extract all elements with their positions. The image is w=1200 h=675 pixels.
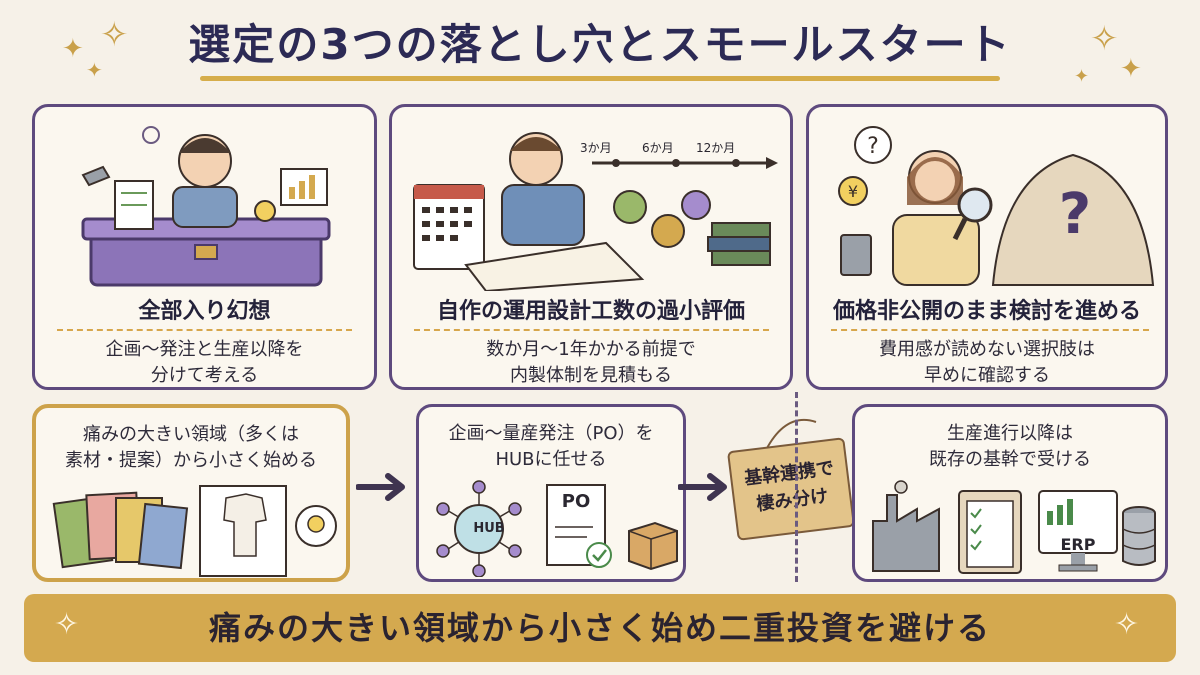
tag-string-icon — [765, 418, 817, 451]
step-text-line: 既存の基幹で受ける — [929, 449, 1091, 470]
integration-tag: 基幹連携で 棲み分け — [726, 437, 856, 541]
summary-banner: ✧ ✧ 痛みの大きい領域から小さく始め二重投資を避ける — [24, 594, 1176, 662]
integration-tag-text: 基幹連携で 棲み分け — [731, 453, 851, 520]
pitfall-advice: 数か月〜1年かかる前提で 内製体制を見積もる — [392, 337, 790, 389]
sparkle-icon: ✧ — [1114, 607, 1140, 642]
svg-text:?: ? — [1059, 182, 1091, 247]
pitfall-title: 全部入り幻想 — [138, 299, 271, 324]
pitfall-advice: 企画〜発注と生産以降を 分けて考える — [35, 337, 374, 389]
sparkle-icon: ✦ — [86, 58, 103, 82]
dashed-divider — [57, 329, 352, 331]
timeline-label: 3か月 — [580, 141, 612, 155]
timeline-label: 12か月 — [696, 141, 736, 155]
fabric-swatches-illustration — [52, 485, 337, 577]
sparkle-icon: ✧ — [1090, 19, 1119, 59]
summary-banner-text: 痛みの大きい領域から小さく始め二重投資を避ける — [208, 609, 991, 647]
step-text: 痛みの大きい領域（多くは 素材・提案）から小さく始める — [36, 422, 346, 474]
pitfall-advice-line: 費用感が読めない選択肢は — [879, 339, 1095, 360]
timeline-label: 6か月 — [642, 141, 674, 155]
pitfall-advice: 費用感が読めない選択肢は 早めに確認する — [809, 337, 1165, 389]
sparkle-icon: ✦ — [1074, 66, 1090, 87]
step-text-line: 企画〜量産発注（PO）を — [448, 423, 654, 444]
factory-erp-illustration — [872, 480, 1156, 574]
page-title: 選定の3つの落とし穴とスモールスタート — [188, 20, 1012, 69]
pitfall-title: 自作の運用設計工数の過小評価 — [436, 299, 745, 324]
arrow-right-icon — [356, 473, 405, 501]
pitfall-card-price-hidden: ¥ ? ? 価格非公開のまま検討を進める 費用感が読めない選択肢は 早めに確認す… — [806, 104, 1168, 390]
dashed-divider — [414, 329, 769, 331]
step-text: 企画〜量産発注（PO）を HUBに任せる — [419, 421, 683, 473]
hidden-price-illustration: ¥ ? ? — [838, 126, 1155, 286]
arrow-right-icon — [678, 473, 727, 501]
sparkle-icon: ✧ — [54, 607, 80, 642]
hub-po-illustration — [436, 480, 678, 577]
pitfall-advice-line: 内製体制を見積もる — [510, 365, 672, 386]
step-card-start-small: 痛みの大きい領域（多くは 素材・提案）から小さく始める — [32, 404, 350, 582]
page-title-area: 選定の3つの落とし穴とスモールスタート — [0, 14, 1200, 84]
dashed-divider — [831, 329, 1149, 331]
step-text-line: 痛みの大きい領域（多くは — [83, 424, 299, 445]
step-card-hub: 企画〜量産発注（PO）を HUBに任せる HUB PO — [416, 404, 686, 582]
step-text: 生産進行以降は 既存の基幹で受ける — [855, 421, 1165, 473]
svg-text:¥: ¥ — [848, 182, 858, 201]
vertical-dashed-divider — [795, 392, 798, 582]
step-text-line: HUBに任せる — [495, 449, 607, 470]
pitfall-advice-line: 企画〜発注と生産以降を — [105, 339, 304, 360]
pitfall-advice-line: 数か月〜1年かかる前提で — [486, 339, 696, 360]
pitfall-advice-line: 早めに確認する — [924, 365, 1050, 386]
svg-text:?: ? — [867, 134, 879, 159]
step-text-line: 生産進行以降は — [947, 423, 1073, 444]
toolbox-illustration — [81, 126, 331, 287]
po-label: PO — [561, 491, 591, 512]
sparkle-icon: ✦ — [1120, 54, 1142, 84]
pitfall-card-all-in-one: 全部入り幻想 企画〜発注と生産以降を 分けて考える — [32, 104, 377, 390]
pitfall-card-self-build: 3か月 6か月 12か月 自作の運用設計工数の過小評価 数か月〜1年かかる前提で… — [389, 104, 793, 390]
sparkle-icon: ✦ — [62, 34, 84, 64]
step-text-line: 素材・提案）から小さく始める — [65, 450, 317, 471]
pitfall-title: 価格非公開のまま検討を進める — [832, 299, 1141, 324]
title-underline — [200, 76, 1000, 81]
pitfall-advice-line: 分けて考える — [150, 365, 259, 386]
erp-label: ERP — [1060, 535, 1096, 554]
step-card-erp: 生産進行以降は 既存の基幹で受ける ERP — [852, 404, 1168, 582]
planning-illustration — [413, 132, 778, 291]
sparkle-icon: ✧ — [100, 15, 129, 55]
hub-label: HUB — [473, 521, 505, 536]
